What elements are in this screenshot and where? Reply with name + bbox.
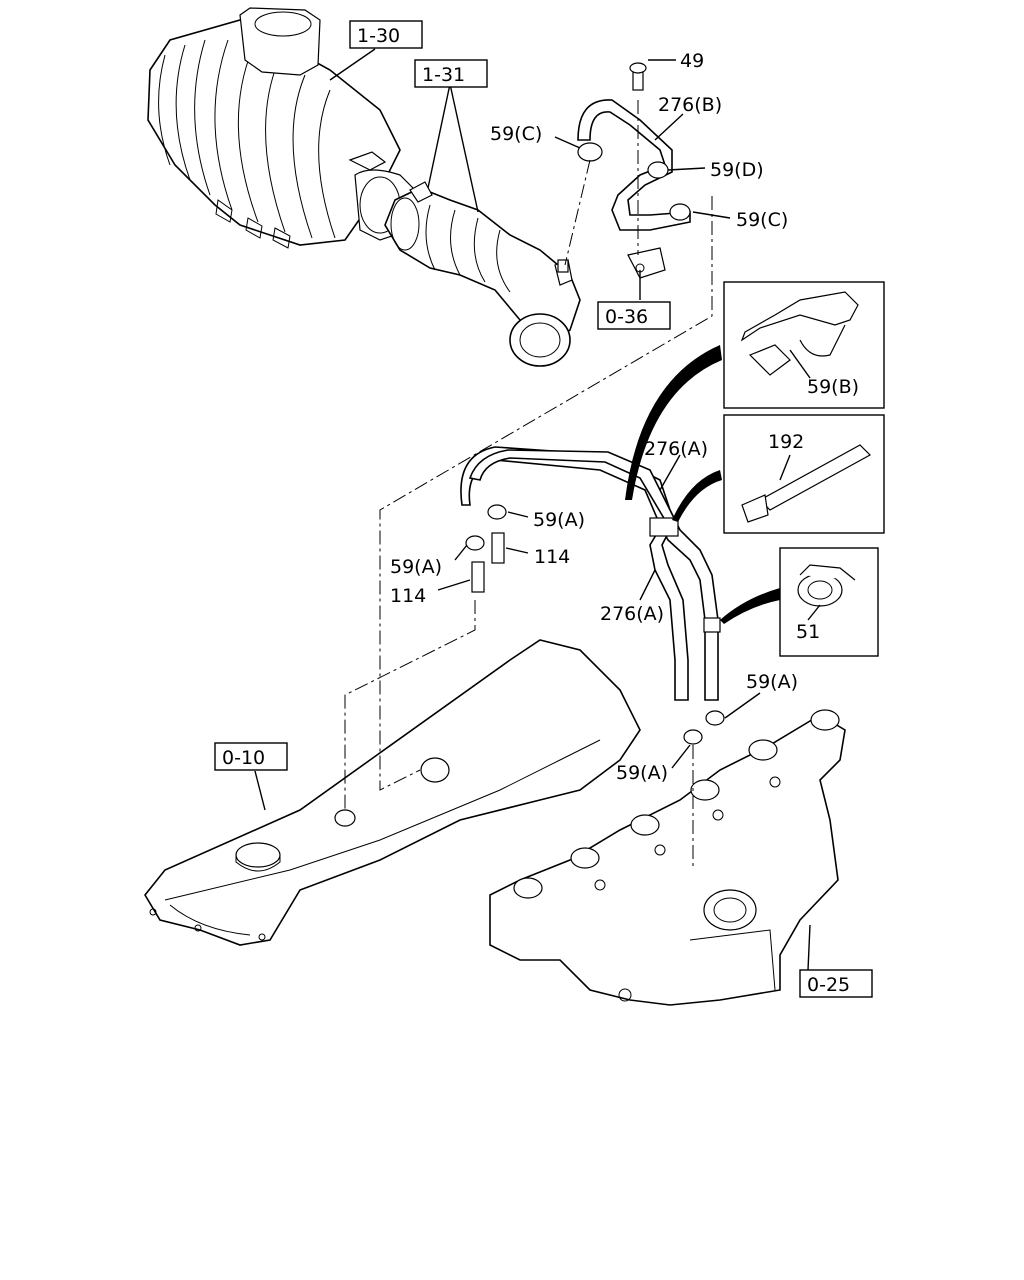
callout-0-10: 0-10 — [222, 747, 265, 769]
detail-box-192 — [723, 414, 885, 534]
callout-59c-right: 59(C) — [736, 209, 788, 231]
callout-0-36: 0-36 — [605, 306, 648, 328]
callout-1-31: 1-31 — [422, 64, 465, 86]
callout-49: 49 — [680, 50, 704, 72]
detail-box-59b — [723, 281, 885, 409]
detail-box-51 — [779, 547, 879, 657]
callout-114-2: 114 — [390, 585, 426, 607]
intake-duct — [384, 181, 581, 367]
callout-1-30: 1-30 — [357, 25, 400, 47]
callout-276a-top: 276(A) — [644, 438, 708, 460]
callout-51: 51 — [796, 621, 820, 643]
callout-59a-2: 59(A) — [390, 556, 442, 578]
intake-manifold — [489, 709, 846, 1006]
callout-276b: 276(B) — [658, 94, 722, 116]
callout-labels: 1-30 1-31 49 276(B) 59(C) 59(D) 59(C) 0-… — [222, 25, 859, 996]
callout-114-1: 114 — [534, 546, 570, 568]
hose-276b-assembly — [577, 62, 691, 279]
callout-boxes — [214, 20, 873, 998]
callout-59a-4: 59(A) — [616, 762, 668, 784]
detail-pointer-arcs — [625, 345, 780, 624]
callout-59a-3: 59(A) — [746, 671, 798, 693]
callout-59d: 59(D) — [710, 159, 764, 181]
callout-59a-1: 59(A) — [533, 509, 585, 531]
callout-0-25: 0-25 — [807, 974, 850, 996]
callout-276a-bottom: 276(A) — [600, 603, 664, 625]
callout-192: 192 — [768, 431, 804, 453]
cylinder-head-cover — [144, 639, 641, 946]
leader-lines — [254, 48, 821, 971]
callout-59c-top: 59(C) — [490, 123, 542, 145]
callout-59b: 59(B) — [807, 376, 859, 398]
